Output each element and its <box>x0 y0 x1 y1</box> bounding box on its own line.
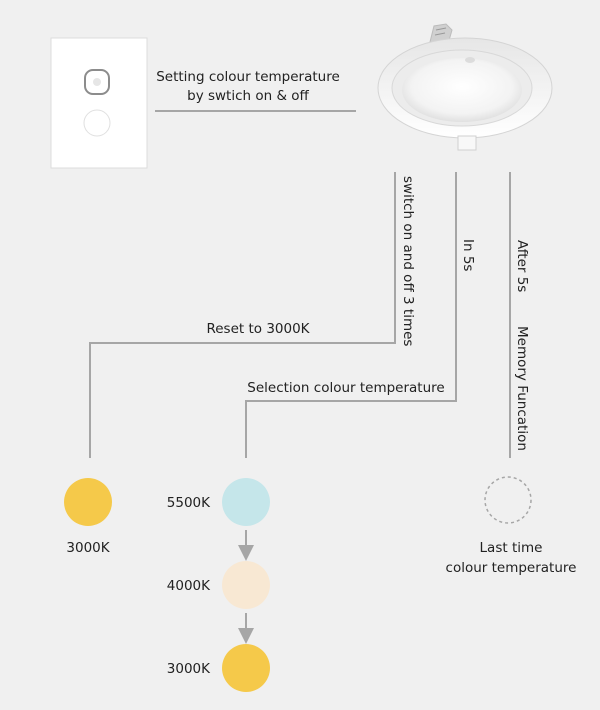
step-5500k-label: 5500K <box>167 495 211 511</box>
reset-result-label: 3000K <box>66 540 110 556</box>
selection-branch-line <box>245 172 457 458</box>
step-3000k-swatch <box>222 644 270 692</box>
top-label-line1: Setting colour temperature <box>156 69 340 85</box>
selection-vertical-label: In 5s <box>460 239 476 271</box>
memory-result-dashed-circle <box>484 476 532 524</box>
reset-vertical-label: switch on and off 3 times <box>400 176 416 346</box>
memory-result-line2: colour temperature <box>446 560 577 576</box>
reset-result-swatch <box>64 478 112 526</box>
memory-result-line1: Last time <box>480 540 543 556</box>
step-4000k-swatch <box>222 561 270 609</box>
downlight-icon <box>377 23 553 151</box>
step-3000k-label: 3000K <box>167 661 211 677</box>
reset-branch-line <box>89 172 396 458</box>
step-4000k-label: 4000K <box>167 578 211 594</box>
top-label-line2: by swtich on & off <box>187 88 309 104</box>
branch-lines <box>89 172 511 644</box>
memory-vertical-label-2: Memory Funcation <box>514 326 530 451</box>
selection-label: Selection colour temperature <box>247 380 444 396</box>
wall-switch-icon <box>50 37 148 169</box>
step-5500k-swatch <box>222 478 270 526</box>
memory-vertical-label-1: After 5s <box>514 240 530 292</box>
reset-label: Reset to 3000K <box>206 321 310 337</box>
